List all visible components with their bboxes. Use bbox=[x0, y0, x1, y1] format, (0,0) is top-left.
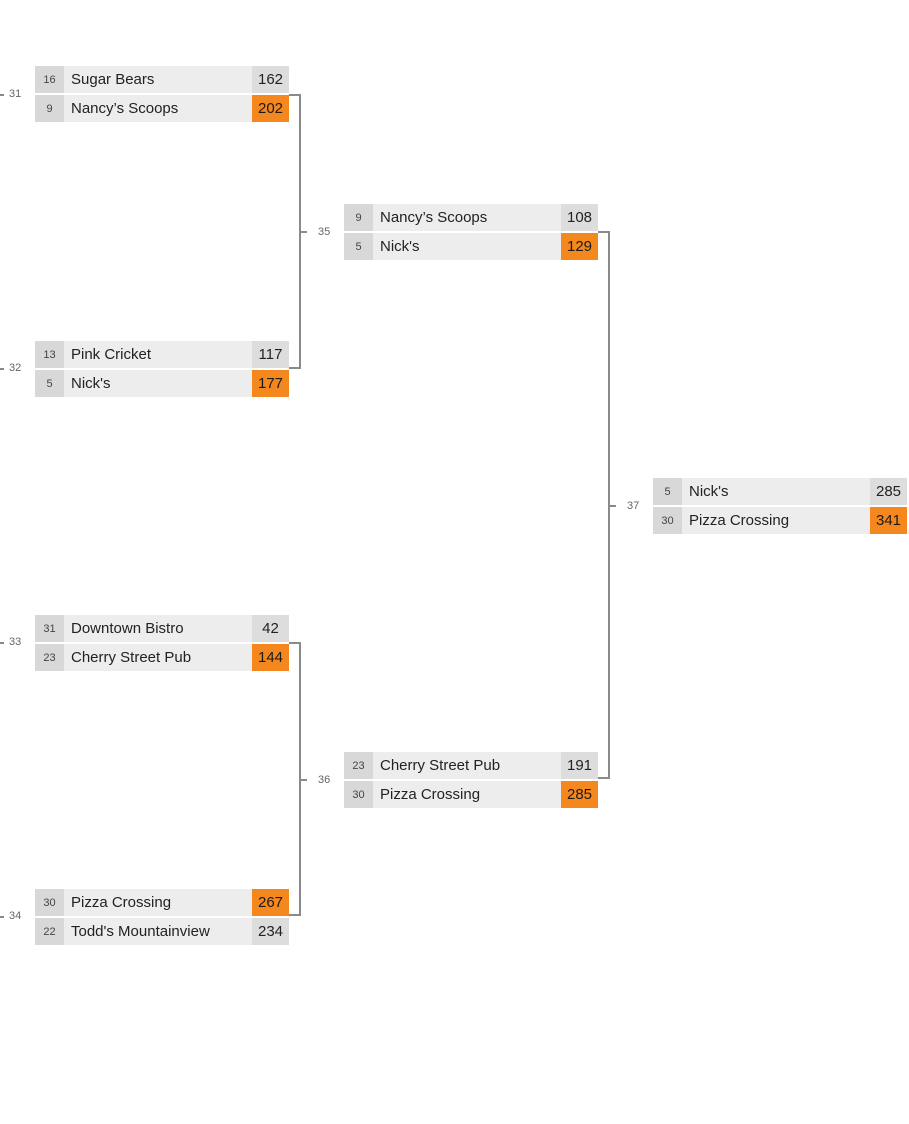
team-slot[interactable]: 13 Pink Cricket 117 bbox=[35, 341, 289, 368]
team-score: 144 bbox=[252, 644, 289, 671]
team-name: Pizza Crossing bbox=[689, 512, 790, 529]
match-35: 9 Nancy’s Scoops 108 5 Nick's 129 bbox=[344, 204, 598, 262]
team-score: 129 bbox=[561, 233, 598, 260]
match-number: 37 bbox=[627, 500, 640, 512]
team-score: 117 bbox=[252, 341, 289, 368]
team-seed: 5 bbox=[344, 233, 373, 260]
team-seed: 23 bbox=[35, 644, 64, 671]
connector-stub bbox=[0, 94, 4, 96]
team-seed: 22 bbox=[35, 918, 64, 945]
connector-stub bbox=[0, 916, 4, 918]
team-score: 191 bbox=[561, 752, 598, 779]
team-name: Sugar Bears bbox=[71, 71, 155, 88]
match-36: 23 Cherry Street Pub 191 30 Pizza Crossi… bbox=[344, 752, 598, 810]
team-seed: 9 bbox=[344, 204, 373, 231]
team-name: Pink Cricket bbox=[71, 346, 152, 363]
team-slot-winner[interactable]: 5 Nick's 129 bbox=[344, 233, 598, 260]
team-name: Cherry Street Pub bbox=[380, 757, 501, 774]
team-score: 42 bbox=[252, 615, 289, 642]
team-seed: 16 bbox=[35, 66, 64, 93]
team-seed: 30 bbox=[653, 507, 682, 534]
team-name: Pizza Crossing bbox=[380, 786, 481, 803]
match-37: 5 Nick's 285 30 Pizza Crossing 341 bbox=[653, 478, 907, 536]
team-slot[interactable]: 9 Nancy’s Scoops 108 bbox=[344, 204, 598, 231]
match-number: 32 bbox=[9, 362, 22, 374]
team-score: 267 bbox=[252, 889, 289, 916]
team-slot-winner[interactable]: 30 Pizza Crossing 267 bbox=[35, 889, 289, 916]
team-slot[interactable]: 5 Nick's 285 bbox=[653, 478, 907, 505]
team-seed: 23 bbox=[344, 752, 373, 779]
connector-35-36-to-37 bbox=[598, 231, 616, 779]
team-score: 177 bbox=[252, 370, 289, 397]
team-slot-winner[interactable]: 30 Pizza Crossing 285 bbox=[344, 781, 598, 808]
team-seed: 9 bbox=[35, 95, 64, 122]
team-slot[interactable]: 16 Sugar Bears 162 bbox=[35, 66, 289, 93]
team-score: 285 bbox=[561, 781, 598, 808]
team-name: Cherry Street Pub bbox=[71, 649, 192, 666]
team-name: Todd's Mountainview bbox=[71, 923, 210, 940]
team-seed: 13 bbox=[35, 341, 64, 368]
team-score: 285 bbox=[870, 478, 907, 505]
team-name: Downtown Bistro bbox=[71, 620, 184, 637]
team-name: Nancy’s Scoops bbox=[71, 100, 179, 117]
team-slot-winner[interactable]: 5 Nick's 177 bbox=[35, 370, 289, 397]
match-31: 16 Sugar Bears 162 9 Nancy’s Scoops 202 bbox=[35, 66, 289, 124]
match-number: 33 bbox=[9, 636, 22, 648]
team-slot[interactable]: 22 Todd's Mountainview 234 bbox=[35, 918, 289, 945]
match-34: 30 Pizza Crossing 267 22 Todd's Mountain… bbox=[35, 889, 289, 947]
match-number: 31 bbox=[9, 88, 22, 100]
match-number: 36 bbox=[318, 774, 331, 786]
team-score: 162 bbox=[252, 66, 289, 93]
connector-31-32-to-35 bbox=[289, 94, 307, 369]
team-slot-winner[interactable]: 30 Pizza Crossing 341 bbox=[653, 507, 907, 534]
team-slot[interactable]: 23 Cherry Street Pub 191 bbox=[344, 752, 598, 779]
connector-stub bbox=[0, 642, 4, 644]
team-seed: 30 bbox=[344, 781, 373, 808]
match-number: 35 bbox=[318, 226, 331, 238]
team-seed: 5 bbox=[35, 370, 64, 397]
team-seed: 5 bbox=[653, 478, 682, 505]
team-name: Nancy’s Scoops bbox=[380, 209, 488, 226]
team-score: 108 bbox=[561, 204, 598, 231]
team-score: 202 bbox=[252, 95, 289, 122]
match-33: 31 Downtown Bistro 42 23 Cherry Street P… bbox=[35, 615, 289, 673]
team-score: 341 bbox=[870, 507, 907, 534]
team-seed: 30 bbox=[35, 889, 64, 916]
connector-33-34-to-36 bbox=[289, 642, 307, 916]
connector-stub bbox=[0, 368, 4, 370]
team-slot-winner[interactable]: 23 Cherry Street Pub 144 bbox=[35, 644, 289, 671]
team-name: Nick's bbox=[380, 238, 420, 255]
team-slot[interactable]: 31 Downtown Bistro 42 bbox=[35, 615, 289, 642]
match-number: 34 bbox=[9, 910, 22, 922]
team-name: Nick's bbox=[71, 375, 111, 392]
team-name: Nick's bbox=[689, 483, 729, 500]
team-name: Pizza Crossing bbox=[71, 894, 172, 911]
team-seed: 31 bbox=[35, 615, 64, 642]
team-score: 234 bbox=[252, 918, 289, 945]
team-slot-winner[interactable]: 9 Nancy’s Scoops 202 bbox=[35, 95, 289, 122]
match-32: 13 Pink Cricket 117 5 Nick's 177 bbox=[35, 341, 289, 399]
